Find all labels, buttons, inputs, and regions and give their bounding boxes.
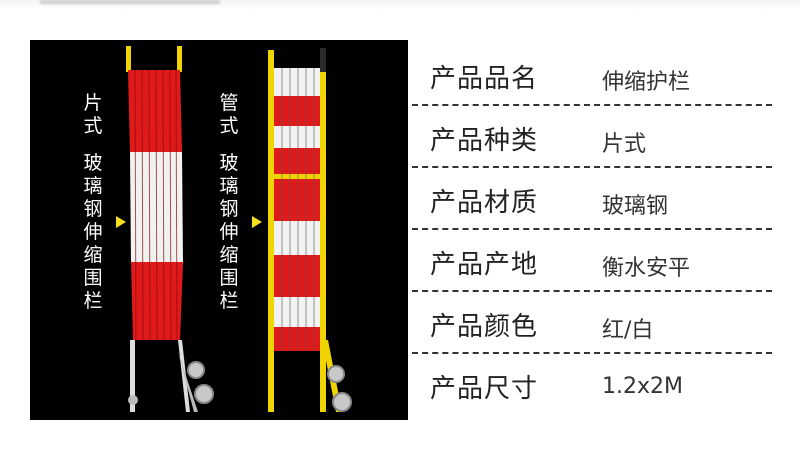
tube-fence	[268, 48, 352, 412]
spec-row-size: 产品尺寸 1.2x2M	[412, 354, 772, 414]
fence-illustration	[126, 46, 352, 412]
spec-value: 伸缩护栏	[602, 70, 691, 95]
spec-value: 红/白	[602, 318, 654, 343]
tube-type-label-line2: 玻璃钢伸缩围栏	[219, 152, 239, 312]
sheet-fence	[126, 46, 214, 412]
spec-key: 产品材质	[430, 188, 539, 218]
spec-row-name: 产品品名 伸缩护栏	[412, 44, 772, 106]
top-strip	[0, 0, 800, 10]
spec-row-color: 产品颜色 红/白	[412, 292, 772, 354]
spec-row-type: 产品种类 片式	[412, 106, 772, 168]
spec-value: 片式	[602, 132, 647, 157]
spec-table: 产品品名 伸缩护栏 产品种类 片式 产品材质 玻璃钢 产品产地 衡水安平 产品颜…	[412, 44, 772, 420]
spec-value: 1.2x2M	[602, 374, 683, 399]
spec-value: 玻璃钢	[602, 194, 669, 219]
spec-key: 产品产地	[430, 250, 539, 280]
sheet-type-label-line1: 片式	[83, 92, 103, 137]
spec-key: 产品尺寸	[430, 374, 539, 404]
tube-type-label-line1: 管式	[219, 92, 239, 137]
sheet-type-label-line2: 玻璃钢伸缩围栏	[83, 152, 103, 312]
spec-value: 衡水安平	[602, 256, 691, 281]
tube-arrow-icon	[252, 216, 262, 228]
spec-key: 产品品名	[430, 64, 539, 94]
spec-key: 产品种类	[430, 126, 539, 156]
tube-type-label: 管式 玻璃钢伸缩围栏	[218, 92, 240, 313]
spec-key: 产品颜色	[430, 312, 539, 342]
spec-row-origin: 产品产地 衡水安平	[412, 230, 772, 292]
product-photo: 片式 玻璃钢伸缩围栏 管式 玻璃钢伸缩围栏	[30, 40, 408, 420]
spec-row-material: 产品材质 玻璃钢	[412, 168, 772, 230]
sheet-type-label: 片式 玻璃钢伸缩围栏	[82, 92, 104, 313]
sheet-arrow-icon	[116, 216, 126, 228]
